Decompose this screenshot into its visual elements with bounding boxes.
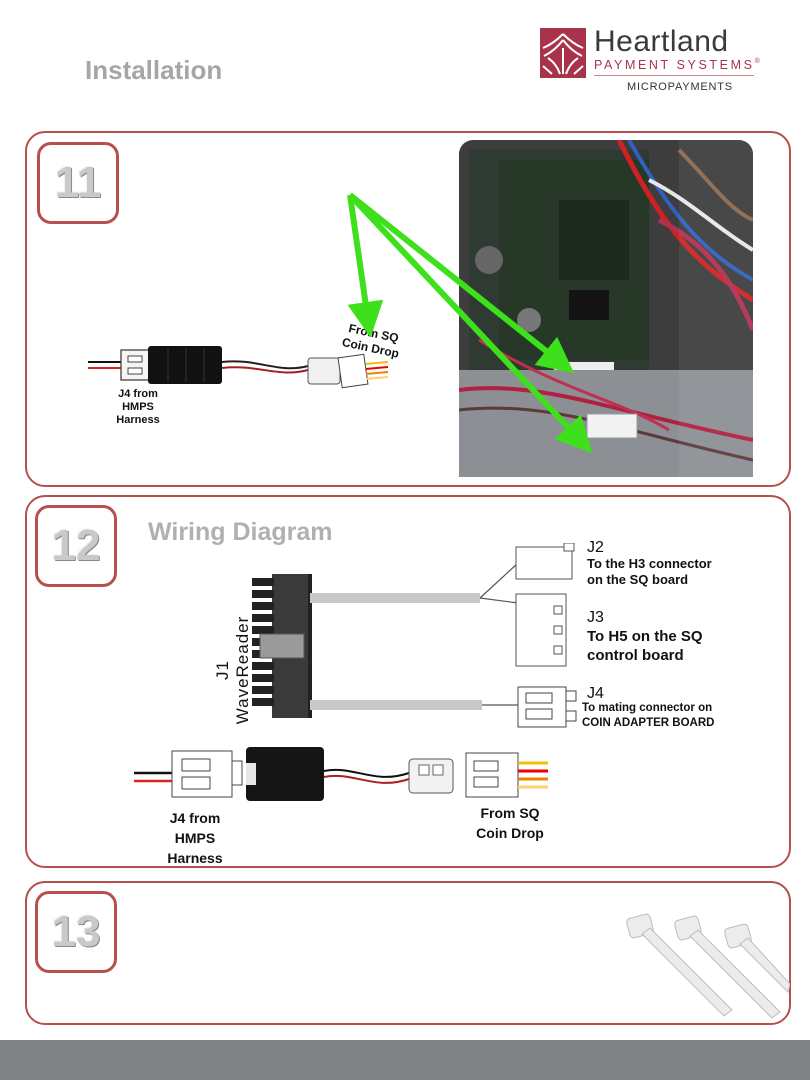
heartland-logo-icon (540, 28, 586, 78)
footer-bar (0, 1040, 810, 1080)
wiring-cables (310, 562, 519, 710)
j2-connector (515, 543, 575, 580)
logo-divider (594, 75, 754, 76)
j2-label: J2 To the H3 connector on the SQ board (587, 539, 712, 588)
wavereader-j1-connector (252, 574, 312, 718)
j4-connector (517, 686, 577, 728)
j4-label: J4 To mating connector on COIN ADAPTER B… (582, 685, 715, 730)
from-sq-coin-drop-label: From SQ Coin Drop (476, 805, 544, 841)
j3-label: J3 To H5 on the SQ control board (587, 609, 703, 664)
j4-harness-label: J4 from HMPS Harness (116, 388, 160, 426)
logo-tagline: PAYMENT SYSTEMS® (594, 58, 763, 72)
page-title: Installation (85, 55, 223, 85)
j1-wavereader-label: J1 WaveReader (213, 615, 252, 725)
j3-connector (515, 593, 567, 667)
step-number-badge: 12 (35, 505, 117, 587)
step-12-panel (25, 495, 791, 868)
logo-wordmark: Heartland (594, 25, 729, 58)
cable-ties-icon (626, 913, 790, 1019)
logo-division: MICROPAYMENTS (627, 81, 733, 93)
step-11-harness-illustration (88, 346, 389, 389)
step-number-badge: 13 (35, 891, 117, 973)
step-number-badge: 11 (37, 142, 119, 224)
green-pointer-arrows (347, 192, 593, 454)
wiring-diagram-heading: Wiring Diagram (148, 518, 333, 546)
j4-harness-label: J4 from HMPS Harness (167, 810, 223, 866)
step-12-harness-illustration (134, 747, 548, 801)
